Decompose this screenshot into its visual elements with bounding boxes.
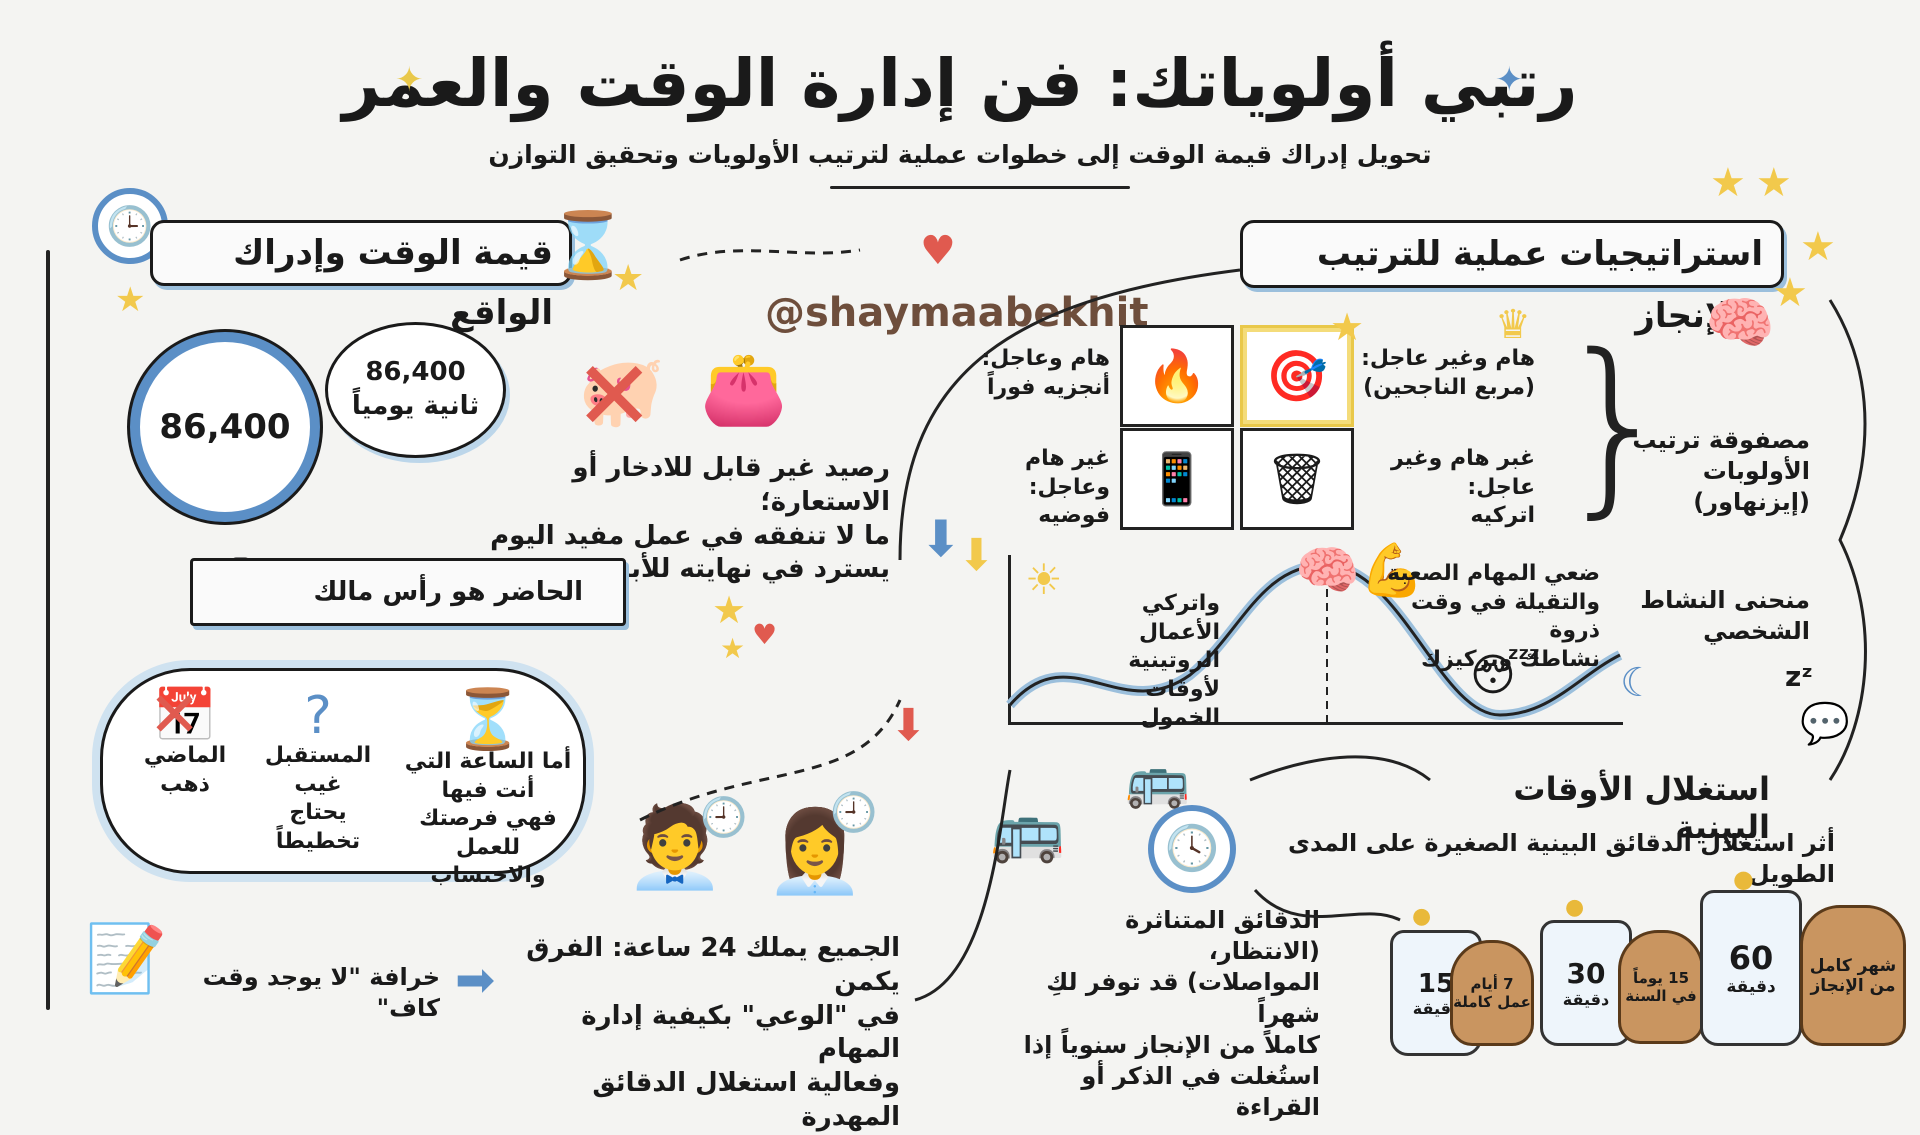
bus-icon: 🚌 [1125,751,1190,811]
star-icon: ★ [720,632,746,665]
star-icon: ★ [1800,224,1836,270]
present-capital-banner: الحاضر هو رأس مالك [190,558,626,626]
clock-icon: 🕘 [700,795,748,839]
coin-icon: ● [1412,904,1432,929]
section-banner-time-value: قيمة الوقت وإدراك الواقع [150,220,572,333]
matrix-brace: } [1555,314,1676,535]
balance-text: رصيد غير قابل للادخار أو الاستعارة؛ ما ل… [490,453,890,585]
crossed-calendar-icon: 📅✕ [148,678,218,751]
sleeping-face-icon: 😴 [1470,650,1541,701]
star-icon: ★ [612,258,645,299]
matrix-cell-not-important-urgent: 📱 [1120,428,1234,530]
arrow-down-icon: ⬇ [890,700,927,751]
coin-icon: ● [1565,895,1585,920]
present-banner-label: الحاضر هو رأس مالك [313,577,583,607]
target-icon: 🎯 [1265,346,1329,405]
heart-icon: ♥ [752,618,778,651]
title-spark-right-icon: ✦ [1495,60,1524,100]
curve-y-axis [1008,555,1011,725]
bag-full-month: شهر كامل من الإنجاز [1800,905,1906,1046]
left-border-line [46,250,50,1010]
cloud-item-present: ⏳ أما الساعة التي أنت فيها فهي فرصتك للع… [404,685,572,889]
gaps-title: استغلال الأوقات البينية [1513,770,1770,846]
page-title: رتبي أولوياتك: فن إدارة الوقت والعمر [342,45,1578,122]
curve-title: منحنى النشاط الشخصي [1640,586,1810,646]
matrix-label-not-important-not-urgent: غبر هام وغير عاجل: اتركيه [1390,446,1535,529]
myth-text: خرافة "لا يوجد وقت كاف" [202,963,440,1023]
hand-with-purse-icon: 👛 [700,348,788,430]
gaps-subtitle: أثر استغلال الدقائق البينية الصغيرة على … [1288,829,1835,889]
sleep-z-icon: zᶻ [1785,660,1813,693]
section-banner-strategies: استراتيجيات عملية للترتيب والإنجاز [1240,220,1784,336]
watermark: @shaymaabekhit [765,290,1149,336]
time-perspective-cloud [100,668,586,874]
sun-icon: ☀ [1025,555,1063,604]
trash-icon: 🗑 [1265,449,1329,508]
moon-icon: ☾ [1620,660,1656,706]
star-icon: ★ [1772,270,1808,316]
matrix-label-not-important-urgent: غير هام وعاجل: فوضيه [1025,446,1110,529]
stars-cluster-icon: ★★ [1710,160,1802,206]
hourglass-icon: ⏳ [451,685,525,753]
crown-icon: ♛ [1495,302,1531,348]
seconds-per-day-bubble: 86,400 ثانية يومياً [325,322,506,458]
bag-7-days: 7 أيام عمل كاملة [1450,940,1534,1046]
everyone-24h-text: الجميع يملك 24 ساعة: الفرق يكمن في "الوع… [526,933,900,1132]
notepad-icon: 📝 [85,920,168,997]
title-spark-left-icon: ✦ [395,60,424,100]
jar-60-minutes: 60 دقيقة [1700,890,1802,1046]
matrix-title: مصفوقة ترتيب الأولوبات (إيزنهاور) [1632,426,1810,517]
fire-icon: 🔥 [1145,346,1209,405]
phone-icon: 📱 [1145,449,1209,508]
question-cloud-icon: ? [304,686,332,746]
star-icon: ★ [712,588,747,632]
big-clock-86400: 86,400 [130,332,320,522]
bus-icon: 🚌 [990,796,1065,866]
clock-value: 86,400 [159,407,291,447]
hourglass-icon: ⌛ [548,209,628,283]
subtitle-underline [830,186,1130,189]
cloud-item-future: ? المستقبل غيب يحتاج تخطيطاً [264,686,372,854]
jar-30-minutes: 30 دقيقة [1540,920,1632,1046]
stopwatch-icon: 🕓 [1148,805,1236,893]
matrix-cell-important-not-urgent: 🎯 [1240,325,1354,427]
bubble-value: 86,400 [365,357,466,388]
gaps-text: الدقائق المتناثرة (الانتظار، المواصلات) … [1023,906,1320,1122]
curve-x-axis [1008,722,1623,725]
crossed-piggy-bank-icon: 🐖✕ [574,340,666,452]
arrow-right-icon: ➡ [455,952,496,1008]
matrix-cell-important-urgent: 🔥 [1120,325,1234,427]
curve-peak-text: ضعي المهام الصعبة والتقيلة في وقت ذروة ن… [1387,561,1600,672]
heart-icon: ♥ [920,228,956,274]
banner-label: قيمة الوقت وإدراك الواقع [233,233,553,333]
matrix-cell-not-important-not-urgent: 🗑 [1240,428,1354,530]
curve-low-text: واتركي الأعمال الروتينية لأوقات الخمول [1128,591,1220,731]
star-icon: ★ [115,280,146,320]
bag-15-days: 15 يوماً في السنة [1618,930,1704,1044]
page-subtitle: تحويل إدراك قيمة الوقت إلى خطوات عملية ل… [488,140,1432,169]
star-icon: ★ [1330,305,1365,349]
strong-brain-icon: 🧠💪 [1295,541,1425,601]
activity-curve [1006,559,1623,723]
coin-icon: ● [1733,865,1754,893]
bubble-label: ثانية يومياً [351,391,480,421]
matrix-label-important-not-urgent: هام وغير عاجل: (مربع الناجحين) [1361,346,1535,400]
clock-icon: 🕘 [830,790,878,834]
matrix-label-important-urgent: هام وعاجل: أنجزيه فوراً [981,346,1110,400]
chat-bubble-icon: 💬 [1800,701,1850,747]
arrow-down-icon: ⬇ [958,530,995,581]
cloud-item-past: 📅✕ الماضي ذهب [143,678,227,797]
brain-icon: 🧠 [1705,291,1775,356]
banner-label: استراتيجيات عملية للترتيب والإنجاز [1316,234,1763,336]
